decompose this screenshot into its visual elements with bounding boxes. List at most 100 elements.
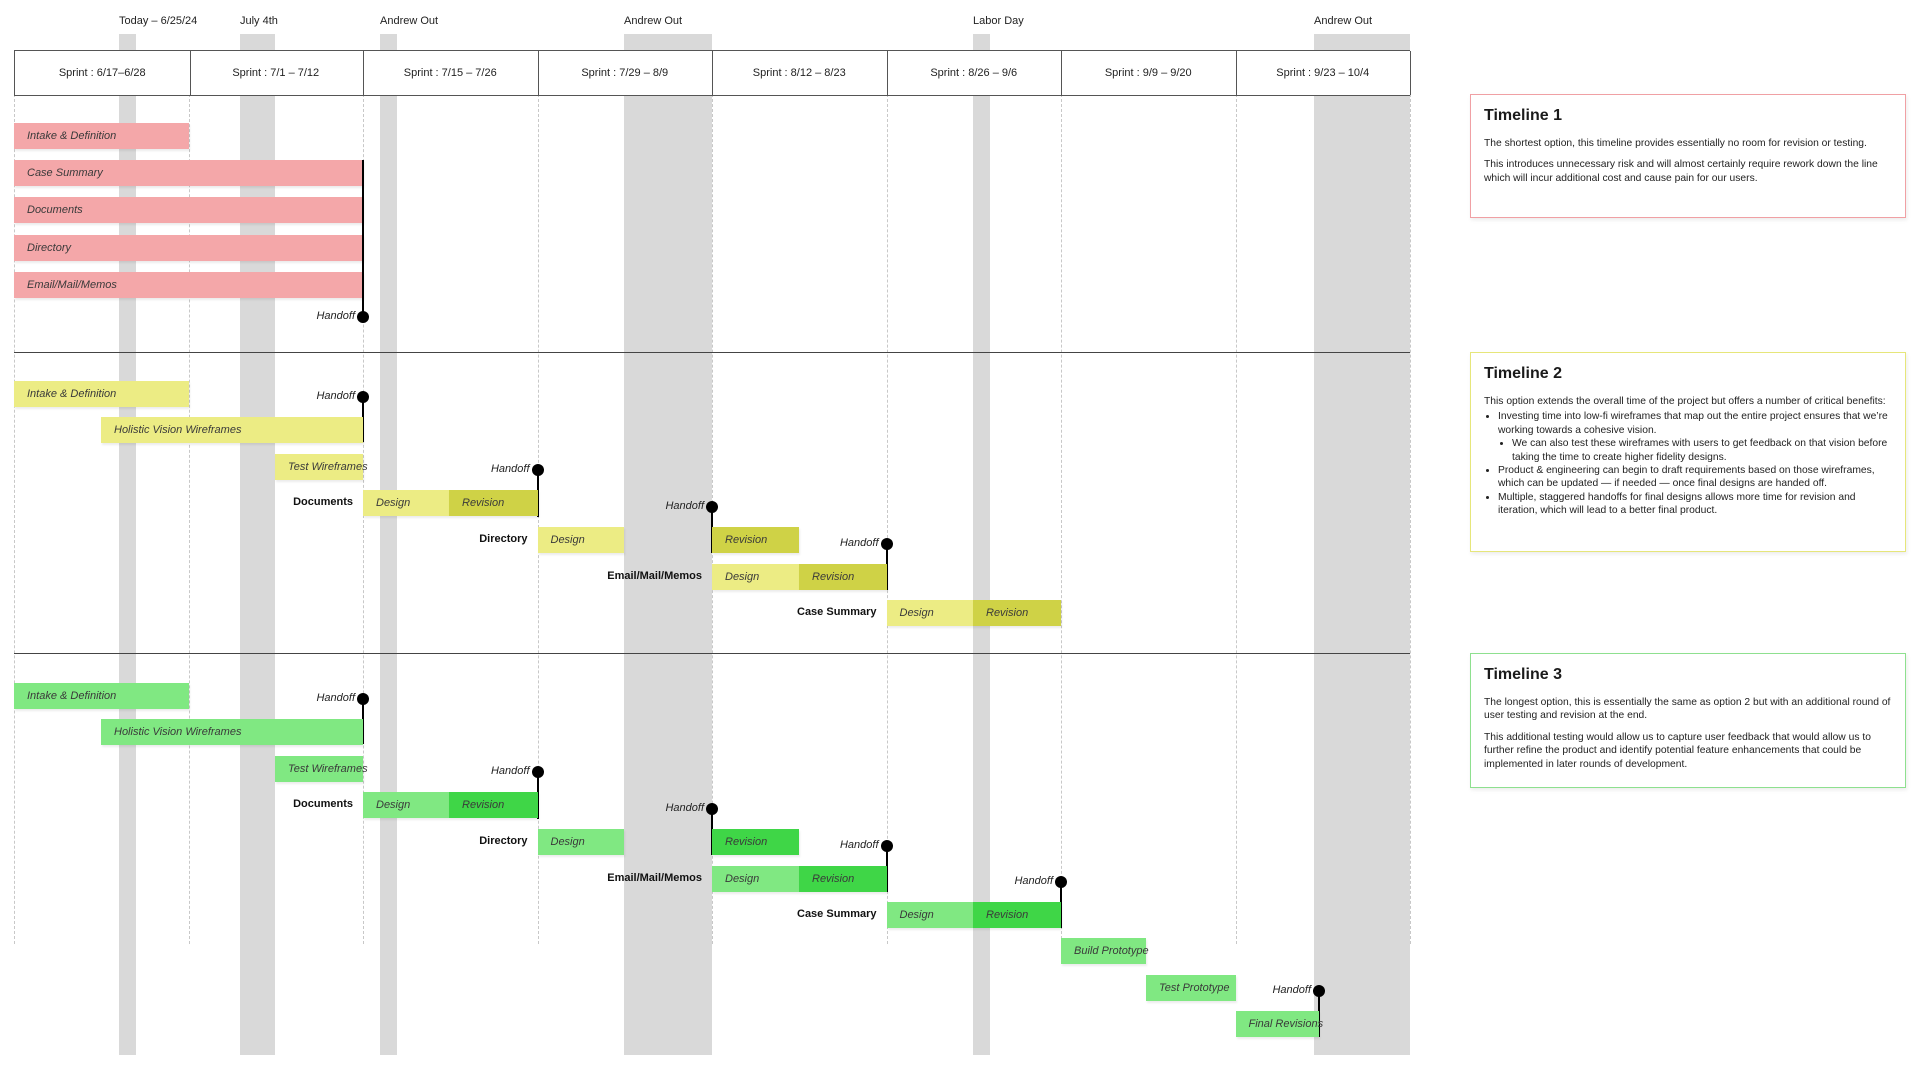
handoff-icon (706, 501, 718, 513)
handoff-icon (531, 464, 544, 476)
note-text: The longest option, this is essentially … (1484, 697, 1891, 722)
row-label: Documents (293, 496, 353, 508)
benefit-item: Investing time into low-fi wireframes th… (1498, 410, 1892, 464)
test-wireframes-bar: Test Wireframes (275, 454, 368, 480)
handoff-stem (885, 544, 888, 590)
documents-design-bar: Design (363, 490, 449, 516)
benefits-list: Investing time into low-fi wireframes th… (1484, 410, 1892, 517)
email-design-bar: Design (712, 866, 799, 892)
test-prototype-bar: Test Prototype (1146, 975, 1236, 1001)
note-text: This introduces unnecessary risk and wil… (1484, 159, 1878, 184)
note-text: The shortest option, this timeline provi… (1484, 138, 1867, 149)
directory-revision-bar: Revision (712, 527, 799, 553)
event-band (973, 34, 990, 1055)
timeline-3-note: Timeline 3 The longest option, this is es… (1470, 653, 1906, 788)
handoff-label: Handoff (316, 390, 355, 402)
handoff-stem (362, 397, 364, 442)
email-bar: Email/Mail/Memos (14, 272, 363, 298)
event-label: Andrew Out (1314, 15, 1373, 27)
case-summary-revision-bar: Revision (973, 600, 1061, 626)
handoff-icon (706, 803, 718, 815)
test-wireframes-bar: Test Wireframes (275, 756, 368, 782)
sprint-header-cell: Sprint : 8/26 – 9/6 (887, 51, 1062, 95)
event-band (119, 34, 136, 1055)
handoff-stem (885, 846, 888, 892)
handoff-icon (880, 840, 893, 852)
timeline-1-note: Timeline 1 The shortest option, this time… (1470, 94, 1906, 218)
directory-bar: Directory (14, 235, 363, 261)
benefit-item: Multiple, staggered handoffs for final d… (1498, 491, 1892, 518)
handoff-label: Handoff (1272, 984, 1311, 996)
email-design-bar: Design (712, 564, 799, 590)
handoff-label: Handoff (490, 463, 530, 475)
handoff-label: Handoff (665, 500, 704, 512)
sprint-gridline (1061, 94, 1062, 944)
handoff-label: Handoff (490, 765, 530, 777)
documents-revision-bar: Revision (449, 792, 538, 818)
event-band (624, 34, 712, 1055)
handoff-stem (536, 470, 539, 517)
sprint-header-cell: Sprint : 8/12 – 8/23 (712, 51, 888, 95)
holistic-wireframes-bar: Holistic Vision Wireframes (101, 719, 363, 745)
handoff-label: Handoff (316, 310, 355, 322)
sprint-gridline (1235, 94, 1237, 944)
handoff-label: Handoff (839, 839, 879, 851)
handoff-stem (362, 160, 364, 317)
sprint-gridline (14, 94, 15, 944)
event-band (1314, 34, 1410, 1055)
event-label: Andrew Out (380, 15, 439, 27)
note-text: This additional testing would allow us t… (1484, 731, 1871, 770)
build-prototype-bar: Build Prototype (1061, 938, 1149, 964)
sprint-header-cell: Sprint : 6/17–6/28 (14, 51, 191, 95)
intake-bar: Intake & Definition (14, 123, 189, 149)
handoff-icon (1055, 876, 1067, 888)
timeline-divider (14, 653, 1410, 654)
sprint-header-cell: Sprint : 9/23 – 10/4 (1236, 51, 1411, 95)
sprint-gridline (363, 94, 364, 944)
case-summary-design-bar: Design (886, 600, 973, 626)
handoff-stem (536, 772, 539, 819)
intake-bar: Intake & Definition (14, 683, 189, 709)
handoff-stem (1060, 882, 1062, 928)
holistic-wireframes-bar: Holistic Vision Wireframes (101, 417, 363, 443)
handoff-icon (531, 766, 544, 778)
directory-design-bar: Design (537, 527, 624, 553)
event-label: Andrew Out (624, 15, 683, 27)
handoff-icon (357, 311, 369, 323)
event-label: Today – 6/25/24 (119, 15, 198, 27)
intake-bar: Intake & Definition (14, 381, 189, 407)
documents-design-bar: Design (363, 792, 449, 818)
row-label: Case Summary (797, 908, 877, 920)
handoff-icon (357, 391, 369, 403)
directory-design-bar: Design (537, 829, 624, 855)
case-summary-revision-bar: Revision (973, 902, 1061, 928)
documents-bar: Documents (14, 197, 363, 223)
note-title: Timeline 3 (1484, 666, 1562, 683)
email-revision-bar: Revision (799, 866, 887, 892)
handoff-stem (1318, 991, 1320, 1037)
handoff-stem (362, 699, 364, 744)
handoff-label: Handoff (839, 537, 879, 549)
benefit-text: Investing time into low-fi wireframes th… (1498, 411, 1888, 436)
case-summary-design-bar: Design (886, 902, 973, 928)
row-label: Directory (479, 533, 528, 545)
note-title: Timeline 1 (1484, 107, 1562, 124)
directory-revision-bar: Revision (712, 829, 799, 855)
event-label: July 4th (240, 15, 278, 27)
handoff-icon (357, 693, 369, 705)
sub-benefits-list: We can also test these wireframes with u… (1498, 437, 1892, 464)
final-revisions-bar: Final Revisions (1235, 1011, 1323, 1037)
handoff-label: Handoff (665, 802, 704, 814)
handoff-icon (880, 538, 893, 550)
event-band (240, 34, 275, 1055)
email-revision-bar: Revision (799, 564, 887, 590)
benefit-item: Product & engineering can begin to draft… (1498, 464, 1892, 491)
row-label: Email/Mail/Memos (607, 570, 702, 582)
row-label: Case Summary (797, 606, 877, 618)
event-label: Labor Day (973, 15, 1024, 27)
note-title: Timeline 2 (1484, 365, 1562, 382)
handoff-icon (1313, 985, 1325, 997)
